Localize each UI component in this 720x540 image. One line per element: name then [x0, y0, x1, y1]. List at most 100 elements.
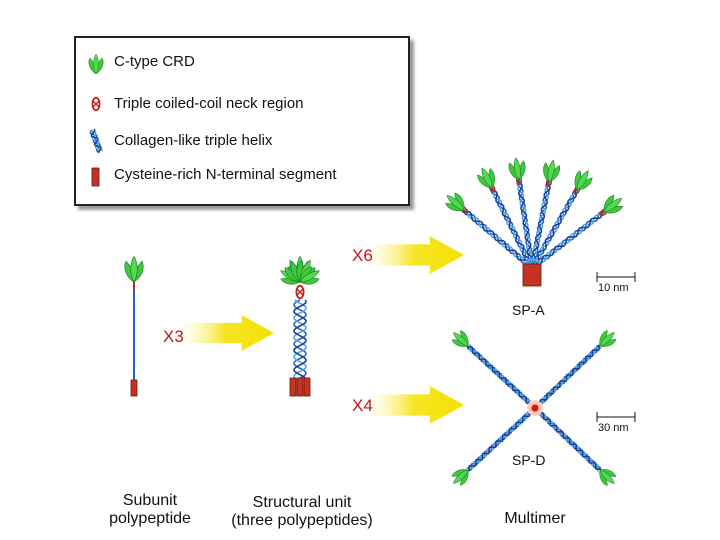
- crd-lobe: [93, 53, 99, 75]
- sp-a-crd-icon: [543, 159, 561, 183]
- sp-d-crd-icon: [599, 469, 617, 486]
- caption-multimer: Multimer: [504, 510, 566, 527]
- helix-strand: [516, 179, 534, 269]
- sp-a-arm: [516, 179, 535, 269]
- helix-strand: [468, 408, 537, 472]
- crd-lobe: [453, 469, 469, 484]
- helix-strand: [462, 210, 532, 271]
- sp-a-crd-icon: [603, 194, 624, 214]
- helix-strand: [531, 190, 580, 269]
- helix-strand: [466, 345, 535, 410]
- helix-strand: [535, 406, 602, 471]
- sp-d-center-node: [531, 404, 539, 412]
- crd-lobe: [599, 331, 615, 347]
- label-sp-a: SP-A: [512, 302, 545, 318]
- helix-strand: [489, 188, 532, 270]
- scale-bar-sp-a: [596, 272, 636, 282]
- helix-strand: [531, 181, 550, 269]
- sp-d-crd-icon: [451, 330, 469, 347]
- neck-cross: [295, 287, 305, 297]
- neck-loop: [91, 96, 101, 112]
- helix-strand: [293, 299, 307, 379]
- sp-d-arm: [533, 344, 602, 410]
- crd-lobe: [130, 255, 138, 283]
- crd-lobe: [299, 270, 320, 283]
- helix-strand: [516, 179, 535, 269]
- sp-a-crd-icon: [574, 170, 593, 191]
- helix-strand: [530, 210, 604, 268]
- structural-terminal-segment: [289, 377, 297, 397]
- crd-lobe: [446, 195, 465, 211]
- helix-strand: [531, 211, 605, 269]
- legend-collagen-icon: [89, 128, 103, 153]
- scale-bar-sp-d: [596, 412, 636, 422]
- sp-d-arm: [533, 406, 602, 472]
- crd-lobe: [603, 197, 623, 213]
- sp-a-crd-icon: [445, 192, 465, 212]
- legend-label-collagen: Collagen-like triple helix: [114, 132, 273, 149]
- caption-subunit-line2: polypeptide: [109, 510, 191, 527]
- helix-strand: [529, 188, 578, 268]
- helix-strand: [467, 345, 536, 409]
- structural-terminal-segment: [296, 377, 304, 397]
- legend-label-neck: Triple coiled-coil neck region: [114, 95, 304, 112]
- helix-strand: [293, 299, 307, 379]
- crd-lobe: [453, 332, 469, 347]
- multiplier-x6: X6: [352, 246, 373, 265]
- crd-lobe: [513, 157, 521, 181]
- sp-d-arm: [466, 344, 537, 410]
- helix-strand: [531, 189, 578, 269]
- sp-a-crd-icon: [477, 167, 495, 189]
- crd-lobe: [481, 167, 493, 189]
- label-sp-d: SP-D: [512, 452, 546, 468]
- multiplier-x4: X4: [352, 396, 373, 415]
- scale-bar-label-sp-a: 10 nm: [598, 282, 629, 294]
- helix-strand: [467, 406, 536, 472]
- helix-strand: [533, 407, 602, 471]
- helix-strand: [530, 182, 552, 269]
- sp-a-arm: [530, 210, 606, 270]
- crd-lobe: [599, 469, 615, 485]
- legend-crd-icon: [88, 53, 104, 75]
- legend-cysteine-icon: [91, 167, 100, 187]
- helix-strand: [517, 179, 535, 269]
- helix-strand: [90, 128, 102, 153]
- structural-neck-icon: [295, 284, 305, 300]
- legend-label-crd: C-type CRD: [114, 53, 195, 70]
- subunit-crd-icon: [124, 255, 144, 283]
- helix-strand: [463, 209, 533, 269]
- sp-a-arm: [489, 186, 535, 270]
- sp-d-crd-icon: [599, 330, 617, 347]
- arrow-x3: [184, 315, 274, 351]
- structural-crd-icon: [299, 266, 320, 285]
- helix-strand: [466, 406, 535, 470]
- helix-strand: [492, 186, 535, 268]
- sp-a-arm: [462, 207, 534, 271]
- sp-a-crd-icon: [508, 157, 526, 181]
- sp-d-arm: [466, 406, 537, 472]
- helix-strand: [533, 344, 600, 408]
- caption-subunit: Subunit polypeptide: [100, 492, 200, 528]
- structural-terminal-segment: [303, 377, 311, 397]
- structural-helix: [293, 299, 307, 379]
- caption-subunit-line1: Subunit: [122, 492, 178, 509]
- helix-strand: [529, 181, 551, 268]
- arrow-x4: [372, 386, 464, 424]
- sp-a-arm: [529, 181, 552, 269]
- crd-lobe: [576, 170, 589, 191]
- caption-structural-line2: (three polypeptides): [231, 512, 373, 529]
- caption-structural-line1: Structural unit: [252, 494, 352, 511]
- crd-lobe: [547, 159, 555, 183]
- sp-a-terminal-bundle: [522, 263, 542, 287]
- arrow-x6: [372, 236, 464, 274]
- helix-strand: [535, 346, 602, 410]
- neck-cross: [91, 99, 101, 109]
- helix-strand: [464, 207, 534, 268]
- helix-strand: [533, 407, 600, 472]
- sp-d-crd-icon: [451, 469, 469, 486]
- subunit-terminal-segment: [130, 379, 138, 397]
- legend-neck-icon: [91, 96, 101, 112]
- helix-strand: [532, 212, 606, 270]
- helix-strand: [468, 344, 537, 409]
